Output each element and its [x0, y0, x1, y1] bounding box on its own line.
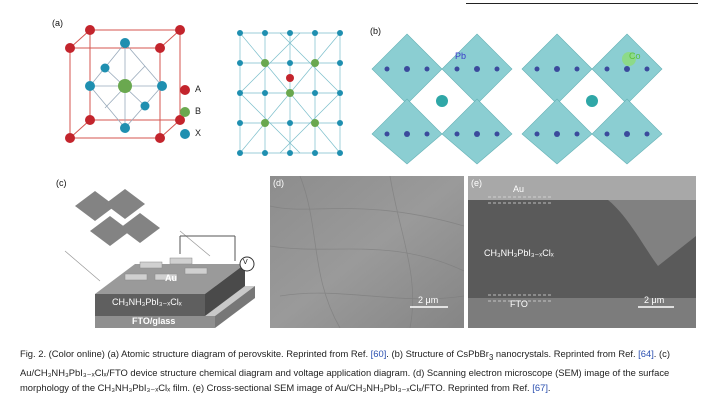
sem-surface-image [270, 176, 464, 328]
fto-glass-label: FTO/glass [132, 316, 175, 326]
panel-a-label: (a) [52, 18, 63, 28]
panel-c-label: (c) [56, 178, 67, 188]
top-rule [466, 3, 698, 4]
panel-b-label: (b) [370, 26, 381, 36]
caption-text-1: Fig. 2. (Color online) (a) Atomic struct… [20, 348, 371, 359]
perovskite-label-e: CH₃NH₃PbI₃₋ₓClₓ [484, 248, 554, 259]
nanocrystal-structure [367, 14, 695, 166]
ref-67-link[interactable]: [67] [532, 382, 548, 393]
ref-60-link[interactable]: [60] [371, 348, 387, 359]
panel-b: (b) Pb Co [367, 14, 695, 166]
scale-bar-d: 2 μm [418, 295, 438, 305]
panel-e: (e) Au CH₃NH₃PbI₃₋ₓClₓ FTO 2 μm [468, 176, 696, 328]
caption-text-5: . [548, 382, 551, 393]
voltmeter-label: V [243, 259, 248, 266]
perovskite-unit-cell [50, 18, 355, 168]
caption-text-2: . (b) Structure of CsPbBr [386, 348, 489, 359]
au-label-e: Au [513, 184, 524, 194]
legend-a-label: A [195, 84, 201, 94]
ref-64-link[interactable]: [64] [638, 348, 654, 359]
perovskite-layer-label: CH₃NH₃PbI₃₋ₓClₓ [112, 297, 182, 308]
legend-x-label: X [195, 128, 201, 138]
au-layer-label: Au [165, 273, 177, 283]
figure-caption: Fig. 2. (Color online) (a) Atomic struct… [20, 346, 700, 395]
legend-b-label: B [195, 106, 201, 116]
panel-e-label: (e) [471, 178, 482, 188]
panel-d: (d) 2 μm [270, 176, 464, 328]
co-label: Co [629, 51, 641, 61]
pb-label: Pb [455, 51, 466, 61]
fto-label-e: FTO [510, 299, 528, 309]
panel-d-label: (d) [273, 178, 284, 188]
panel-c: (c) V Au CH₃NH₃PbI₃₋ₓClₓ FTO/glass [50, 176, 265, 328]
scale-bar-e: 2 μm [644, 295, 664, 305]
caption-text-3: nanocrystals. Reprinted from Ref. [493, 348, 638, 359]
panel-a: (a) [50, 18, 355, 168]
